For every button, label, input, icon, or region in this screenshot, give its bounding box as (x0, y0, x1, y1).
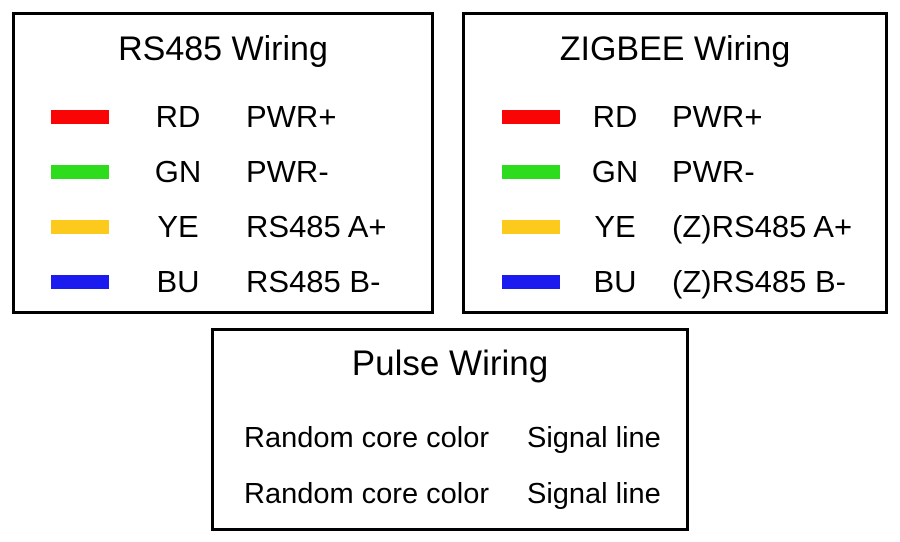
rs485-wiring-panel: RS485 Wiring RD PWR+ GN PWR- YE RS485 A+… (12, 12, 434, 314)
blue-wire-swatch (51, 274, 109, 289)
wire-code-label: RD (155, 98, 201, 134)
wire-code-label: BU (593, 263, 637, 299)
wire-signal-label: PWR+ (672, 98, 763, 134)
legend-row: YE RS485 A+ (15, 199, 431, 254)
wire-code-label: YE (157, 208, 199, 244)
wire-signal-label: RS485 A+ (246, 208, 387, 244)
pulse-row: Random core color Signal line (244, 466, 686, 522)
pulse-core-label: Random core color (244, 477, 489, 510)
legend-row: YE (Z)RS485 A+ (465, 199, 885, 254)
wire-code-label: BU (156, 263, 200, 299)
zigbee-wiring-panel: ZIGBEE Wiring RD PWR+ GN PWR- YE (Z)RS48… (462, 12, 888, 314)
zigbee-panel-title: ZIGBEE Wiring (559, 30, 791, 68)
wire-signal-label: (Z)RS485 B- (672, 263, 846, 299)
pulse-wiring-panel: Pulse Wiring Random core color Signal li… (211, 328, 689, 531)
pulse-rows: Random core color Signal line Random cor… (214, 410, 686, 522)
wire-signal-label: PWR- (246, 153, 329, 189)
pulse-row: Random core color Signal line (244, 410, 686, 466)
rs485-panel-title: RS485 Wiring (118, 30, 328, 68)
green-wire-swatch (502, 164, 560, 179)
wire-signal-label: (Z)RS485 A+ (672, 208, 853, 244)
legend-row: GN PWR- (465, 144, 885, 199)
wire-signal-label: PWR- (672, 153, 755, 189)
pulse-core-label: Random core color (244, 421, 489, 454)
pulse-signal-label: Signal line (527, 477, 661, 510)
legend-row: BU RS485 B- (15, 254, 431, 309)
wire-signal-label: RS485 B- (246, 263, 381, 299)
wire-signal-label: PWR+ (246, 98, 337, 134)
yellow-wire-swatch (51, 219, 109, 234)
zigbee-legend-rows: RD PWR+ GN PWR- YE (Z)RS485 A+ BU (Z)RS4… (465, 89, 885, 309)
pulse-signal-label: Signal line (527, 421, 661, 454)
legend-row: GN PWR- (15, 144, 431, 199)
wire-code-label: YE (594, 208, 636, 244)
red-wire-swatch (502, 109, 560, 124)
legend-row: BU (Z)RS485 B- (465, 254, 885, 309)
wire-code-label: RD (592, 98, 638, 134)
legend-row: RD PWR+ (465, 89, 885, 144)
yellow-wire-swatch (502, 219, 560, 234)
rs485-legend-rows: RD PWR+ GN PWR- YE RS485 A+ BU RS485 B- (15, 89, 431, 309)
wire-code-label: GN (154, 153, 202, 189)
pulse-panel-title: Pulse Wiring (351, 344, 549, 383)
legend-row: RD PWR+ (15, 89, 431, 144)
red-wire-swatch (51, 109, 109, 124)
wire-code-label: GN (591, 153, 639, 189)
blue-wire-swatch (502, 274, 560, 289)
green-wire-swatch (51, 164, 109, 179)
